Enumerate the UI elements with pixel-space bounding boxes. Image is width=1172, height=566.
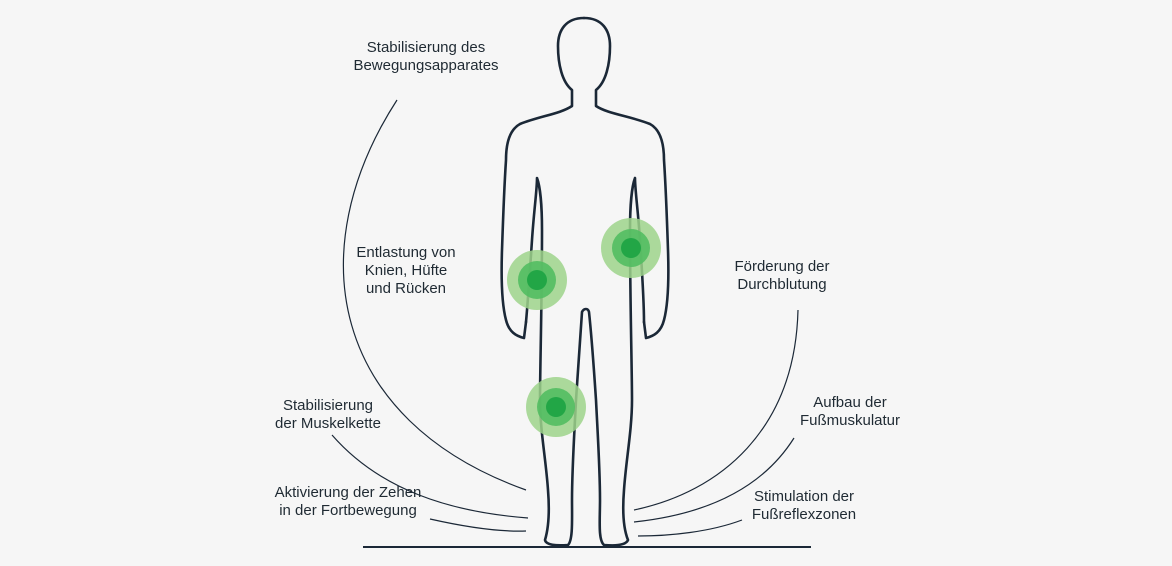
connector-line-muskelkette [331,434,529,519]
label-line: Knien, Hüfte [364,262,448,279]
label-line: Stabilisierung des [366,39,486,56]
label-stabilisierung-muskelkette: Stabilisierung der Muskelkette [260,397,396,433]
highlight-zone-knee [526,377,586,437]
label-entlastung: Entlastung von Knien, Hüfte und Rücken [340,244,472,298]
label-line: Aktivierung der Zehen [274,484,422,501]
label-line: Fußreflexzonen [751,506,857,523]
label-line: Aufbau der [813,394,887,411]
label-line: Bewegungsapparates [353,57,499,74]
highlight-zone-right-hip [601,218,661,278]
label-line: und Rücken [365,280,447,297]
label-line: in der Fortbewegung [279,502,417,519]
label-stimulation-fussreflexzonen: Stimulation der Fußreflexzonen [738,488,870,524]
label-line: Stabilisierung [282,397,374,414]
label-line: Fußmuskulatur [799,412,901,429]
human-silhouette [500,16,670,547]
label-line: Stimulation der [753,488,855,505]
label-line: Förderung der [734,258,830,275]
label-aktivierung-zehen: Aktivierung der Zehen in der Fortbewegun… [254,484,442,520]
label-line: Durchblutung [737,276,827,293]
highlight-zone-left-hip [507,250,567,310]
connector-line-zehen [429,518,527,532]
label-line: der Muskelkette [275,415,381,432]
connector-line-bewegungsapparat [342,99,527,491]
connector-line-durchblutung [633,309,799,511]
label-aufbau-fussmuskulatur: Aufbau der Fußmuskulatur [786,394,914,430]
label-foerderung-durchblutung: Förderung der Durchblutung [716,258,848,294]
label-line: Entlastung von [356,244,456,261]
connector-line-fussmuskulatur [633,437,795,523]
label-stabilisierung-bewegungsapparat: Stabilisierung des Bewegungsapparates [340,39,512,75]
connector-line-fussreflexzonen [637,519,743,537]
